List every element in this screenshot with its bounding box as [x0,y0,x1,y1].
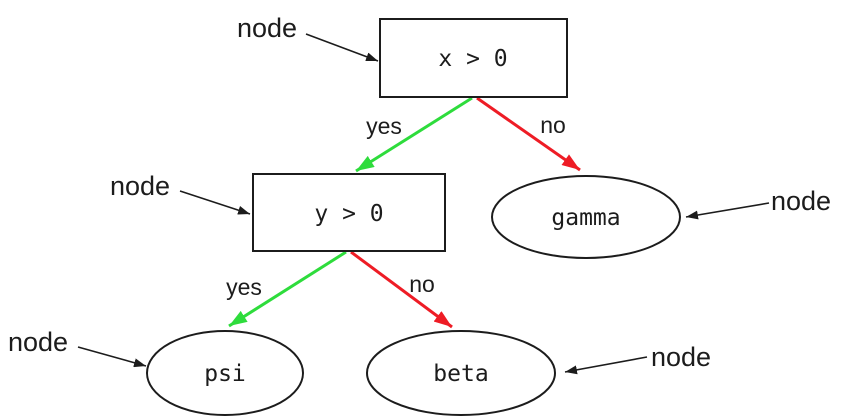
callout-label-inner: node [110,171,170,201]
callout-label-root: node [237,13,297,43]
inner-node-rect [252,173,446,252]
beta-node-ellipse [366,330,556,416]
psi-node-ellipse [146,330,304,416]
gamma-node-ellipse [491,175,681,259]
callout-arrow-inner [179,190,251,215]
edge-label-no-upper: no [540,112,566,138]
callout-arrow-beta [564,356,648,375]
gamma-node-label: gamma [551,205,620,231]
edge-label-no-lower: no [409,271,435,297]
psi-node-label: psi [204,361,246,387]
callout-arrow-psi [77,346,147,368]
beta-node-label: beta [433,361,488,387]
root-node-label: x > 0 [438,46,507,72]
edge-inner-to-beta-no [350,250,453,329]
edge-label-yes-upper: yes [366,113,402,139]
root-node-rect [379,18,568,98]
edge-label-yes-lower: yes [226,274,262,300]
edge-root-to-gamma-no [476,96,581,172]
callout-arrow-gamma [685,202,770,220]
callout-label-psi: node [8,327,68,357]
edge-inner-to-psi-yes [228,250,347,328]
callout-label-gamma: node [771,186,831,216]
inner-node-label: y > 0 [314,201,383,227]
callout-label-beta: node [651,342,711,372]
callout-arrow-root [305,33,379,62]
edge-root-to-inner-yes [355,96,473,173]
